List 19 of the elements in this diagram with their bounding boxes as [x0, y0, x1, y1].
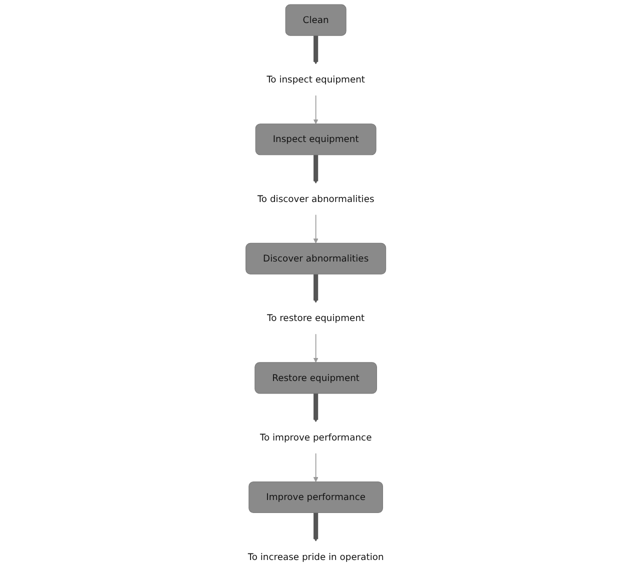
arrow: [312, 154, 318, 184]
arrow: [312, 452, 318, 482]
node-text: To increase pride in operation: [247, 551, 384, 562]
node-text: To restore equipment: [266, 312, 364, 324]
node-box: Inspect equipment: [255, 124, 376, 156]
node-text: To discover abnormalities: [257, 193, 374, 204]
node-box: Improve performance: [248, 482, 383, 514]
node-box: Restore equipment: [254, 362, 377, 394]
arrow: [312, 36, 318, 64]
arrow: [312, 94, 318, 124]
node-box: Discover abnormalities: [245, 242, 386, 274]
node-box: Clean: [284, 4, 346, 36]
node-text: To inspect equipment: [266, 74, 365, 85]
arrow: [312, 214, 318, 244]
arrow: [312, 333, 318, 363]
arrow: [312, 512, 318, 542]
node-text: To improve performance: [260, 432, 372, 443]
arrow: [312, 274, 318, 304]
arrow: [312, 393, 318, 422]
